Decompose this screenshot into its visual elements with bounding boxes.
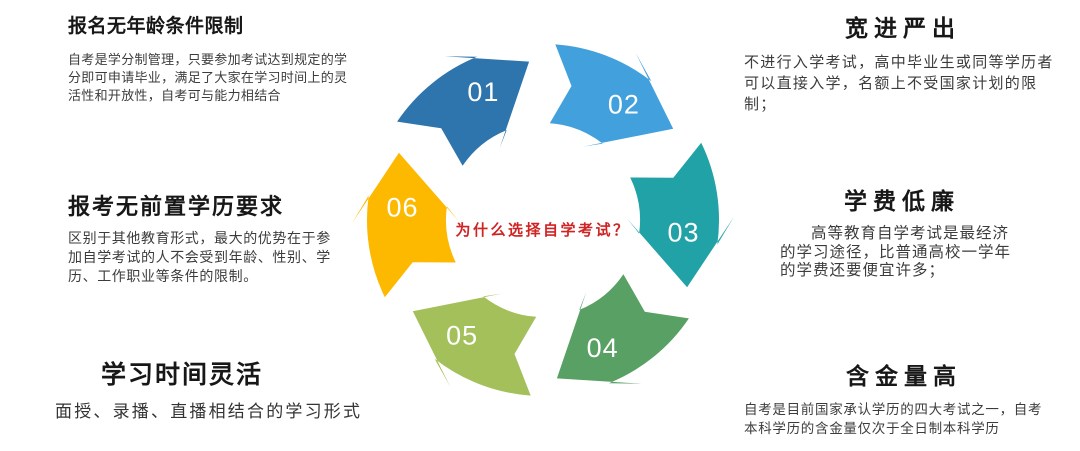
cycle-arrow-02	[549, 44, 674, 147]
cycle-arrow-05	[412, 293, 537, 396]
cycle-arrows-diagram: 06 05 04 03 02 01	[352, 44, 734, 396]
feature-easy-entry-strict-exit: 宽进严出 不进行入学考试，高中毕业生或同等学历者 可以直接入学，名额上不受国家计…	[744, 13, 1062, 115]
cycle-arrow-06	[352, 152, 459, 298]
cycle-arrow-03	[627, 142, 734, 288]
feature-low-tuition: 学费低廉 高等教育自学考试是最经济 的学习途径，比普通高校一学年 的学费还要便宜…	[780, 186, 1024, 281]
cycle-arrow-01	[397, 56, 530, 166]
cycle-arrow-04	[556, 274, 689, 384]
feature-title: 学习时间灵活	[101, 361, 264, 389]
feature-title: 报名无年龄条件限制	[68, 16, 244, 37]
cycle-step-number: 01	[467, 77, 499, 107]
feature-description: 高等教育自学考试是最经济 的学习途径，比普通高校一学年 的学费还要便宜许多；	[780, 225, 1012, 279]
feature-flexible-study-time: 学习时间灵活 面授、录播、直播相结合的学习形式	[55, 359, 385, 423]
feature-description: 不进行入学考试，高中毕业生或同等学历者 可以直接入学，名额上不受国家计划的限制；	[744, 54, 1054, 113]
feature-title: 含金量高	[846, 363, 962, 389]
feature-description: 自考是学分制管理，只要参加考试达到规定的学 分即可申请毕业，满足了大家在学习时间…	[68, 52, 348, 103]
feature-description: 面授、录播、直播相结合的学习形式	[55, 402, 363, 421]
feature-description: 区别于其他教育形式，最大的优势在于参 加自学考试的人不会受到年龄、性别、学 历、…	[68, 230, 331, 284]
cycle-step-number: 03	[667, 217, 699, 247]
feature-description: 自考是目前国家承认学历的四大考试之一，自考 本科学历的含金量仅次于全日制本科学历	[744, 402, 1043, 436]
feature-title: 报考无前置学历要求	[68, 194, 285, 219]
center-question-label: 为什么选择自学考试？	[455, 222, 631, 239]
feature-title: 宽进严出	[845, 15, 961, 41]
cycle-step-number: 04	[587, 333, 619, 363]
cycle-step-number: 05	[446, 321, 478, 351]
feature-high-recognition-value: 含金量高 自考是目前国家承认学历的四大考试之一，自考 本科学历的含金量仅次于全日…	[744, 360, 1064, 438]
feature-title: 学费低廉	[844, 188, 960, 214]
feature-no-prior-degree-required: 报考无前置学历要求 区别于其他教育形式，最大的优势在于参 加自学考试的人不会受到…	[68, 192, 378, 286]
cycle-step-number: 06	[386, 193, 418, 223]
cycle-step-number: 02	[608, 90, 640, 120]
feature-enroll-no-age-limit: 报名无年龄条件限制 自考是学分制管理，只要参加考试达到规定的学 分即可申请毕业，…	[68, 14, 378, 105]
